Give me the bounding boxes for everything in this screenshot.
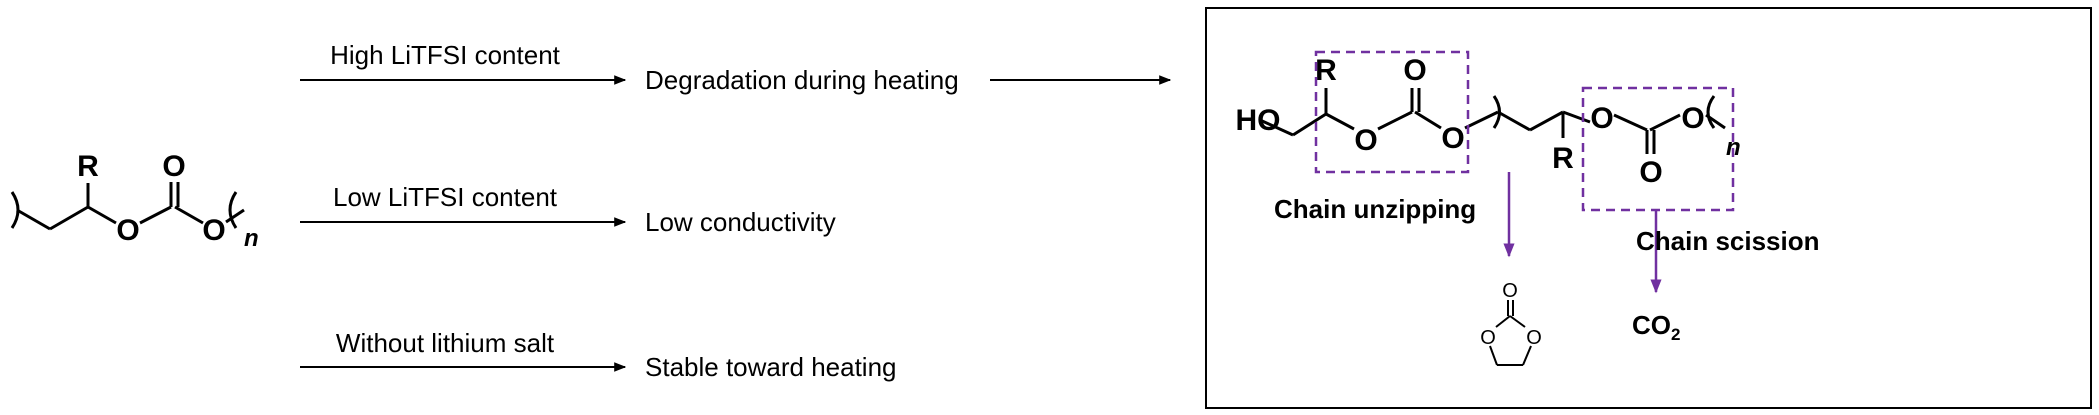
degradation-structure — [1259, 88, 1726, 154]
condition-high-litfsi: High LiTFSI content Degradation during h… — [300, 40, 959, 95]
monomer-ester-o-left: O — [116, 214, 139, 247]
condition-label-low: Low LiTFSI content — [333, 182, 558, 212]
inner-close-bracket — [1706, 95, 1716, 129]
close-bracket — [228, 191, 238, 229]
result-degradation: Degradation during heating — [645, 65, 959, 95]
monomer-n-subscript: n — [244, 225, 259, 252]
mech-o2: O — [1441, 122, 1464, 155]
mech-carbonyl-o: O — [1403, 54, 1426, 87]
mech-n-subscript: n — [1726, 134, 1741, 161]
monomer-structure — [10, 182, 245, 231]
ec-carbonyl-o: O — [1502, 280, 1518, 302]
chain-unzipping-label: Chain unzipping — [1274, 194, 1476, 224]
ec-ring-o-right: O — [1526, 327, 1542, 349]
condition-low-litfsi: Low LiTFSI content Low conductivity — [300, 182, 836, 237]
condition-label-high: High LiTFSI content — [330, 40, 561, 70]
monomer-r-label: R — [77, 150, 99, 183]
condition-no-salt: Without lithium salt Stable toward heati… — [300, 328, 897, 382]
result-stable: Stable toward heating — [645, 352, 897, 382]
mech-r-top: R — [1315, 54, 1337, 87]
monomer-carbonyl-o: O — [162, 150, 185, 183]
mech-o1: O — [1354, 124, 1377, 157]
mech-o3: O — [1590, 102, 1613, 135]
mech-r-bottom: R — [1552, 142, 1574, 175]
ethylene-carbonate-product: O O O — [1480, 280, 1542, 366]
unzipping-highlight — [1314, 50, 1470, 174]
co2-product: CO2 — [1632, 310, 1680, 344]
ec-ring-o-left: O — [1480, 327, 1496, 349]
result-low-conductivity: Low conductivity — [645, 207, 836, 237]
condition-label-no-salt: Without lithium salt — [336, 328, 555, 358]
mech-carbonyl-o2: O — [1639, 156, 1662, 189]
monomer-ester-o-right: O — [202, 214, 225, 247]
chain-scission-label: Chain scission — [1636, 226, 1820, 256]
mech-ho: HO — [1236, 104, 1281, 137]
mechanism-box — [1205, 7, 2092, 409]
scission-highlight — [1581, 86, 1735, 212]
mech-o4: O — [1681, 102, 1704, 135]
